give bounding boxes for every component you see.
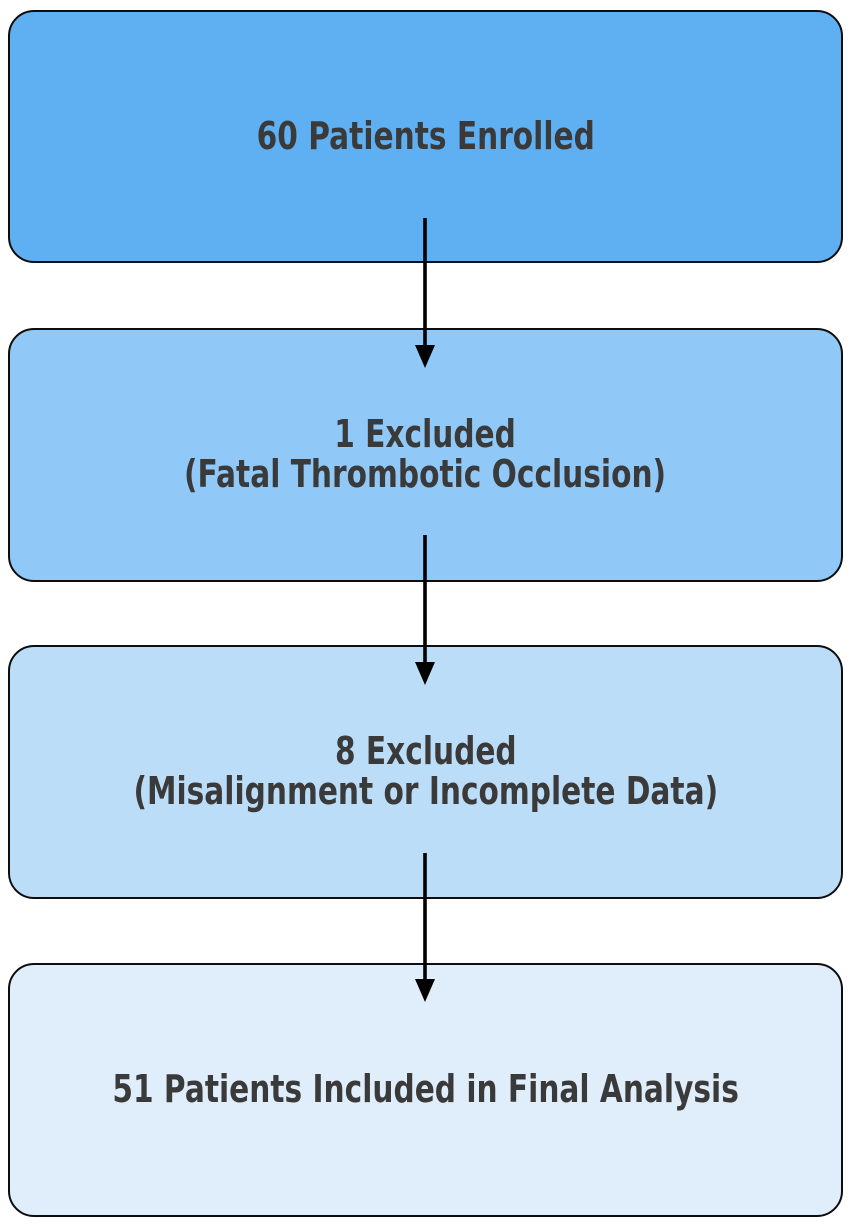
node-final-analysis-label: 51 Patients Included in Final Analysis bbox=[112, 1067, 739, 1112]
node-final-analysis: 51 Patients Included in Final Analysis bbox=[8, 963, 843, 1217]
node-excluded-fatal-occlusion-line-2: (Fatal Thrombotic Occlusion) bbox=[184, 452, 667, 496]
node-enrolled-line-1: 60 Patients Enrolled bbox=[256, 113, 595, 158]
node-excluded-misalignment-line-2: (Misalignment or Incomplete Data) bbox=[133, 769, 718, 813]
node-excluded-fatal-occlusion-label: 1 Excluded (Fatal Thrombotic Occlusion) bbox=[184, 412, 667, 496]
node-excluded-fatal-occlusion: 1 Excluded (Fatal Thrombotic Occlusion) bbox=[8, 328, 843, 582]
node-final-analysis-line-1: 51 Patients Included in Final Analysis bbox=[112, 1067, 739, 1112]
node-excluded-misalignment-label: 8 Excluded (Misalignment or Incomplete D… bbox=[133, 729, 718, 813]
node-enrolled-label: 60 Patients Enrolled bbox=[256, 113, 595, 158]
node-excluded-misalignment: 8 Excluded (Misalignment or Incomplete D… bbox=[8, 645, 843, 899]
node-enrolled: 60 Patients Enrolled bbox=[8, 10, 843, 263]
node-excluded-misalignment-line-1: 8 Excluded bbox=[334, 729, 517, 774]
node-excluded-fatal-occlusion-line-1: 1 Excluded bbox=[334, 412, 517, 457]
